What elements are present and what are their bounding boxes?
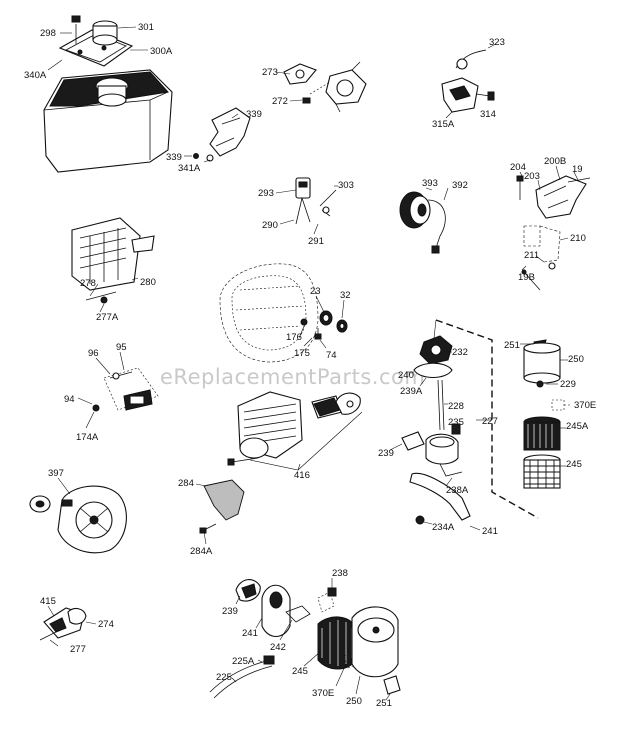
label-416: 416 (294, 470, 310, 481)
label-210: 210 (570, 233, 586, 244)
ignition-module-group (92, 367, 159, 412)
label-392: 392 (452, 180, 468, 191)
label-242: 242 (270, 642, 286, 653)
label-280: 280 (140, 277, 156, 288)
label-293: 293 (258, 188, 274, 199)
label-340A: 340A (24, 70, 47, 81)
label-397: 397 (48, 468, 64, 479)
label-225A: 225A (232, 656, 255, 667)
label-339-left: 339 (166, 152, 182, 163)
label-235: 235 (448, 417, 464, 428)
label-238A: 238A (446, 485, 469, 496)
label-278: 278 (80, 278, 96, 289)
label-341A: 341A (178, 163, 201, 174)
label-204: 204 (510, 162, 526, 173)
label-301: 301 (138, 22, 154, 33)
label-274: 274 (98, 619, 114, 630)
label-23: 23 (310, 286, 321, 297)
label-211: 211 (524, 250, 539, 261)
label-393: 393 (422, 178, 438, 189)
label-415: 415 (40, 596, 56, 607)
label-241-bottom: 241 (242, 628, 258, 639)
label-95: 95 (116, 342, 127, 353)
label-234A: 234A (432, 522, 455, 533)
label-273: 273 (262, 67, 278, 78)
label-229: 229 (560, 379, 576, 390)
label-284A: 284A (190, 546, 213, 557)
label-245-top: 245 (566, 459, 582, 470)
air-cleaner-cartridge-group (523, 339, 565, 489)
fuel-tank-group (43, 15, 173, 173)
label-315A: 315A (432, 119, 455, 130)
label-19B: 19B (518, 272, 535, 283)
label-370E-top: 370E (574, 400, 596, 411)
governor-group (441, 49, 495, 113)
shield-284-group (199, 479, 245, 534)
label-174A: 174A (76, 432, 99, 443)
lower-air-cleaner-group (209, 579, 401, 699)
label-203: 203 (524, 171, 540, 182)
bracket-415-group (39, 607, 87, 641)
label-339-top: 339 (246, 109, 262, 120)
label-284: 284 (178, 478, 194, 489)
bracket-200B-group (516, 175, 591, 291)
label-240: 240 (398, 370, 414, 381)
gear-seal-group (300, 310, 348, 340)
control-bracket-group (193, 107, 251, 162)
carburetor-group (283, 61, 367, 113)
label-323: 323 (489, 37, 505, 48)
label-239: 239 (378, 448, 394, 459)
governor-lever-group (295, 177, 337, 225)
label-241-mid: 241 (482, 526, 498, 537)
label-232: 232 (452, 347, 468, 358)
rewind-starter-group (29, 485, 127, 554)
label-245-bottom: 245 (292, 666, 308, 677)
engine-block-ghost (219, 263, 319, 363)
label-175: 175 (294, 348, 310, 359)
label-250-bottom: 250 (346, 696, 362, 707)
label-239-bottom: 239 (222, 606, 238, 617)
label-200B: 200B (544, 156, 566, 167)
label-250-top: 250 (568, 354, 584, 365)
label-225: 225 (216, 672, 232, 683)
label-238: 238 (332, 568, 348, 579)
label-303: 303 (338, 180, 354, 191)
muffler-group (71, 217, 155, 304)
label-277: 277 (70, 644, 86, 655)
label-298: 298 (40, 28, 56, 39)
label-370E-bottom: 370E (312, 688, 334, 699)
label-74: 74 (326, 350, 337, 361)
label-290: 290 (262, 220, 278, 231)
label-291: 291 (308, 236, 324, 247)
label-19: 19 (572, 164, 583, 175)
label-272: 272 (272, 96, 288, 107)
label-32: 32 (340, 290, 351, 301)
label-245A: 245A (566, 421, 589, 432)
label-251-bottom: 251 (376, 698, 392, 709)
label-239A: 239A (400, 386, 423, 397)
watermark: eReplacementParts.com (160, 365, 425, 389)
label-300A: 300A (150, 46, 173, 57)
cylinder-head-group (227, 391, 361, 466)
label-251-top: 251 (504, 340, 520, 351)
label-176: 176 (286, 332, 302, 343)
air-cleaner-base-group (401, 319, 539, 525)
label-314: 314 (480, 109, 496, 120)
label-228: 228 (448, 401, 464, 412)
label-96: 96 (88, 348, 99, 359)
alternator-group (399, 191, 446, 254)
label-94: 94 (64, 394, 75, 405)
label-227: 227 (482, 416, 498, 427)
label-277A: 277A (96, 312, 119, 323)
